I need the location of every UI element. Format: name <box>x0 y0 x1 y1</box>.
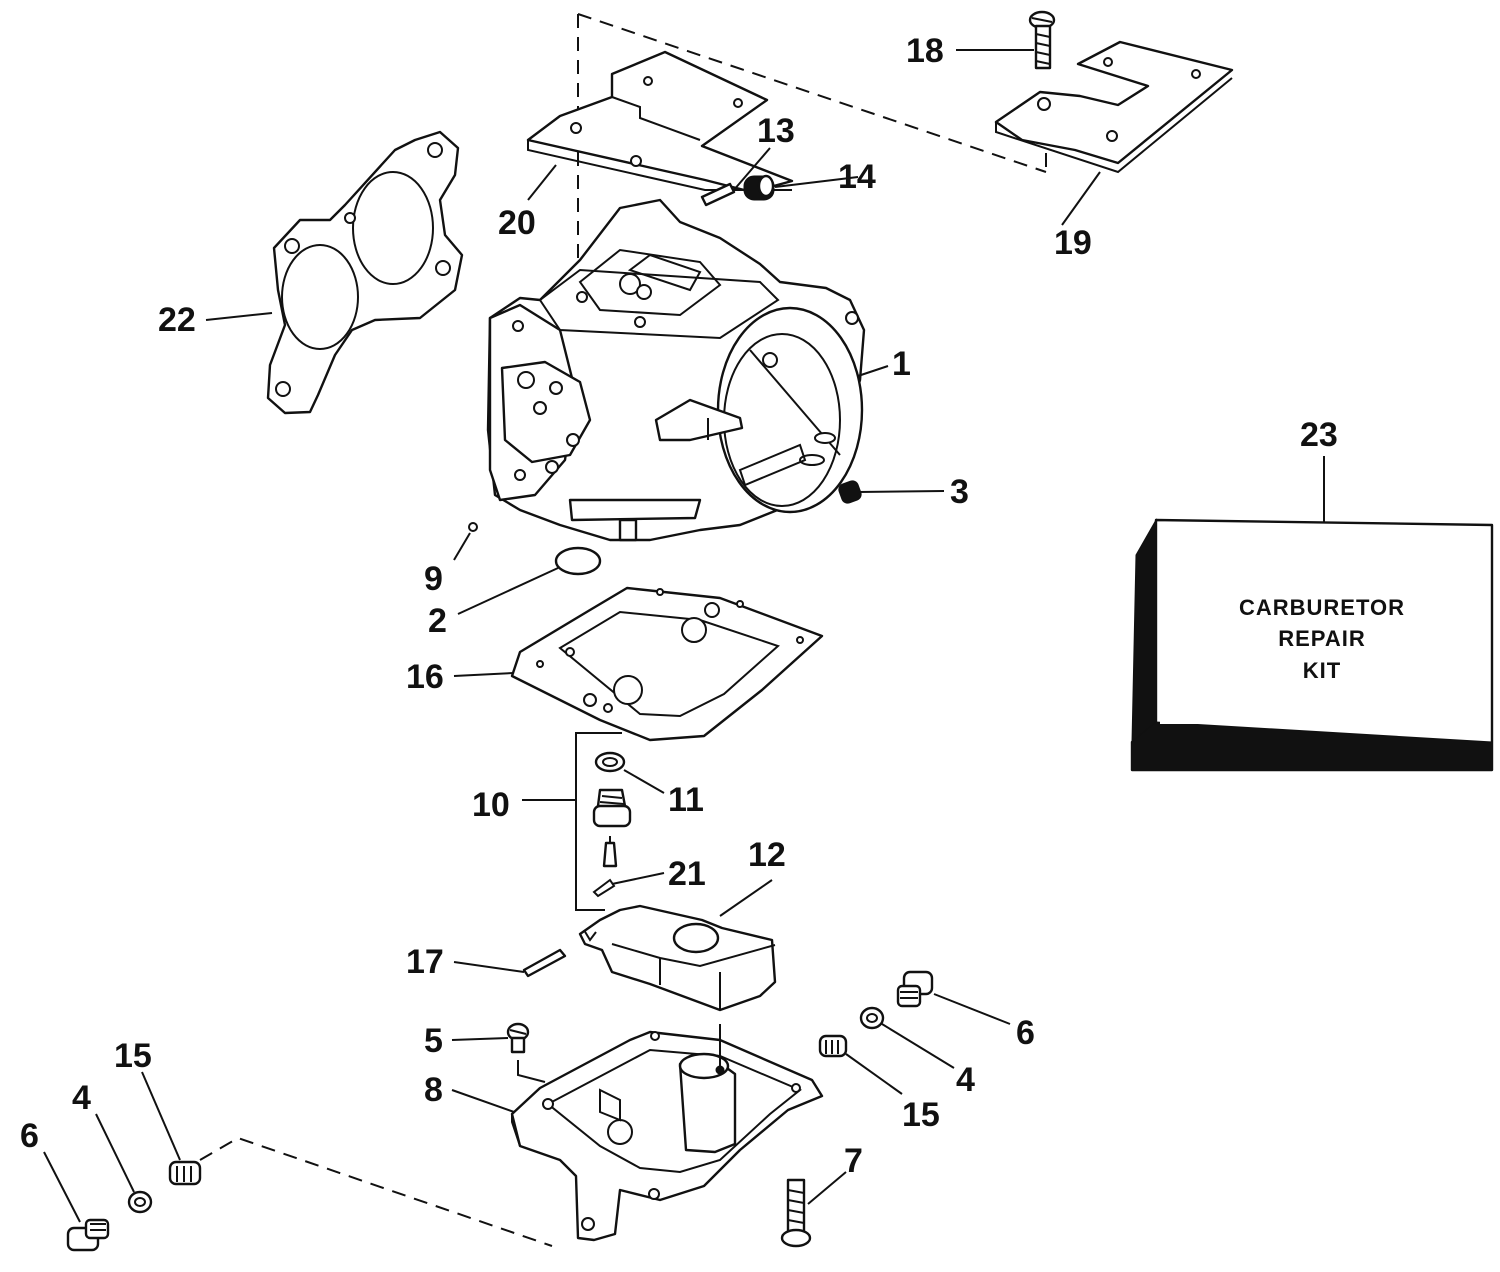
bowl-gasket-part <box>510 586 824 742</box>
float-bowl-part <box>510 1024 824 1242</box>
callout-17: 17 <box>406 943 444 981</box>
callout-8: 8 <box>424 1071 443 1109</box>
float-pin-part <box>522 948 567 978</box>
float-part <box>578 904 777 1012</box>
callout-11: 11 <box>668 781 704 819</box>
repair-kit-label: CARBURETOR REPAIR KIT <box>1239 595 1405 683</box>
screw-part-5 <box>506 1022 546 1083</box>
flange-gasket-part <box>266 130 464 415</box>
callout-7: 7 <box>844 1142 863 1180</box>
kit-line-1: CARBURETOR <box>1239 595 1405 620</box>
callout-1: 1 <box>892 345 911 383</box>
spring-part-14 <box>743 174 775 201</box>
callout-15-right: 15 <box>902 1096 940 1134</box>
callout-6-right: 6 <box>1016 1014 1035 1052</box>
callout-23: 23 <box>1300 416 1338 454</box>
needle-valve-bracket <box>575 732 622 911</box>
callout-21: 21 <box>668 855 706 893</box>
callout-18: 18 <box>906 32 944 70</box>
needle-part <box>602 836 618 868</box>
washer-part-11 <box>594 751 626 773</box>
callout-20: 20 <box>498 204 536 242</box>
kit-line-2: REPAIR <box>1278 626 1366 651</box>
callout-3: 3 <box>950 473 969 511</box>
washer-part-4-right <box>859 1006 885 1030</box>
repair-kit-box <box>1130 518 1494 772</box>
kit-line-3: KIT <box>1303 658 1341 683</box>
callout-2: 2 <box>428 602 447 640</box>
pin-part-13 <box>700 182 736 207</box>
spring-part-3 <box>838 480 862 504</box>
needle-seat-part <box>592 788 632 828</box>
check-ball-part <box>468 522 478 532</box>
callout-13: 13 <box>757 112 795 150</box>
screw-part-18 <box>1028 10 1056 70</box>
callout-19: 19 <box>1054 224 1092 262</box>
jet-part-15-left <box>168 1160 202 1186</box>
clip-part-21 <box>592 878 616 898</box>
callout-12: 12 <box>748 836 786 874</box>
callout-16: 16 <box>406 658 444 696</box>
callout-6-left: 6 <box>20 1117 39 1155</box>
callout-15-left: 15 <box>114 1037 152 1075</box>
callout-9: 9 <box>424 560 443 598</box>
drain-plug-part-left <box>66 1218 110 1252</box>
plug-disc-part <box>554 546 602 576</box>
cover-plate-right-part <box>994 40 1234 174</box>
jet-part-15-right <box>818 1034 848 1058</box>
callout-10: 10 <box>472 786 510 824</box>
leader-lines <box>43 49 1325 1223</box>
callout-4-left: 4 <box>72 1079 91 1117</box>
callout-5: 5 <box>424 1022 443 1060</box>
callout-labels: 1 2 3 4 4 5 6 6 7 8 9 10 11 12 13 14 15 … <box>20 32 1338 1180</box>
callout-22: 22 <box>158 301 196 339</box>
callout-4-right: 4 <box>956 1061 975 1099</box>
callout-14: 14 <box>838 158 876 196</box>
carburetor-body-part <box>486 198 866 542</box>
screw-part-7 <box>780 1178 812 1248</box>
washer-part-4-left <box>127 1190 153 1214</box>
drain-plug-part-right <box>896 970 934 1008</box>
